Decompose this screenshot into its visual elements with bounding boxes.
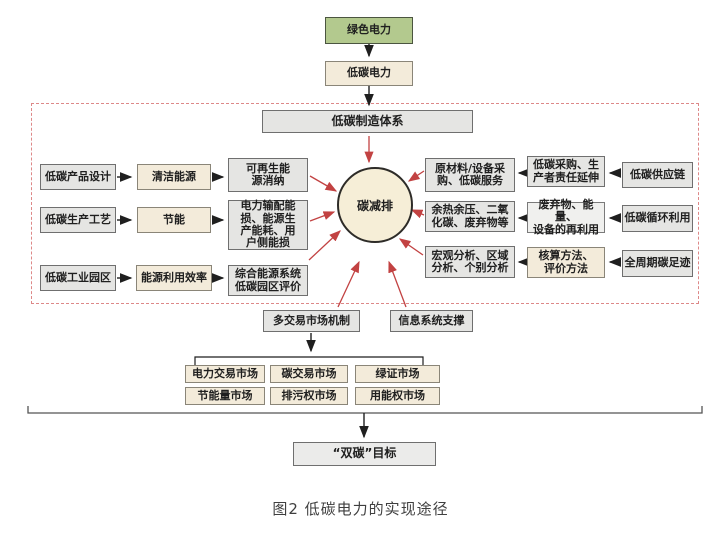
- node-manufacturing-system: 低碳制造体系: [262, 110, 473, 133]
- node-dual-carbon-goal: “双碳”目标: [293, 442, 436, 466]
- node-low-carbon-recycling: 低碳循环利用: [622, 205, 693, 232]
- node-macro-regional-analysis: 宏观分析、区域 分析、个别分析: [425, 246, 515, 278]
- node-integrated-energy-evaluation: 综合能源系统 低碳园区评价: [228, 265, 308, 296]
- node-low-carbon-power: 低碳电力: [325, 61, 413, 86]
- node-energy-efficiency: 能源利用效率: [136, 265, 212, 291]
- node-low-carbon-industrial-park: 低碳工业园区: [40, 265, 116, 291]
- node-green-certificate-market: 绿证市场: [355, 365, 440, 383]
- node-waste-heat-co2: 余热余压、二氧 化碳、废弃物等: [425, 201, 515, 232]
- node-pollution-rights-market: 排污权市场: [270, 387, 348, 405]
- node-low-carbon-product-design: 低碳产品设计: [40, 164, 116, 190]
- node-reuse-of-waste: 废弃物、能量、 设备的再利用: [527, 198, 605, 235]
- node-low-carbon-procurement: 低碳采购、生 产者责任延伸: [527, 156, 605, 187]
- node-energy-use-rights-market: 用能权市场: [355, 387, 440, 405]
- node-information-system-support: 信息系统支撑: [390, 310, 473, 332]
- node-accounting-evaluation-methods: 核算方法、 评价方法: [527, 247, 605, 278]
- node-low-carbon-production-process: 低碳生产工艺: [40, 207, 116, 233]
- figure-caption: 图2 低碳电力的实现途径: [272, 500, 449, 518]
- node-energy-saving: 节能: [137, 207, 211, 233]
- node-electricity-trading-market: 电力交易市场: [185, 365, 265, 383]
- node-green-power: 绿色电力: [325, 17, 413, 44]
- node-renewable-consumption: 可再生能 源消纳: [228, 158, 308, 192]
- node-full-cycle-carbon-footprint: 全周期碳足迹: [622, 250, 693, 277]
- node-energy-saving-amount-market: 节能量市场: [185, 387, 265, 405]
- node-clean-energy: 清洁能源: [137, 164, 211, 190]
- node-multi-trading-market-mechanism: 多交易市场机制: [263, 310, 360, 332]
- node-carbon-reduction: 碳减排: [337, 167, 413, 243]
- node-raw-material-procurement: 原材料/设备采 购、低碳服务: [425, 158, 515, 192]
- node-carbon-trading-market: 碳交易市场: [270, 365, 348, 383]
- node-power-loss: 电力输配能 损、能源生 产能耗、用 户侧能损: [228, 200, 308, 250]
- node-low-carbon-supply-chain: 低碳供应链: [622, 162, 693, 188]
